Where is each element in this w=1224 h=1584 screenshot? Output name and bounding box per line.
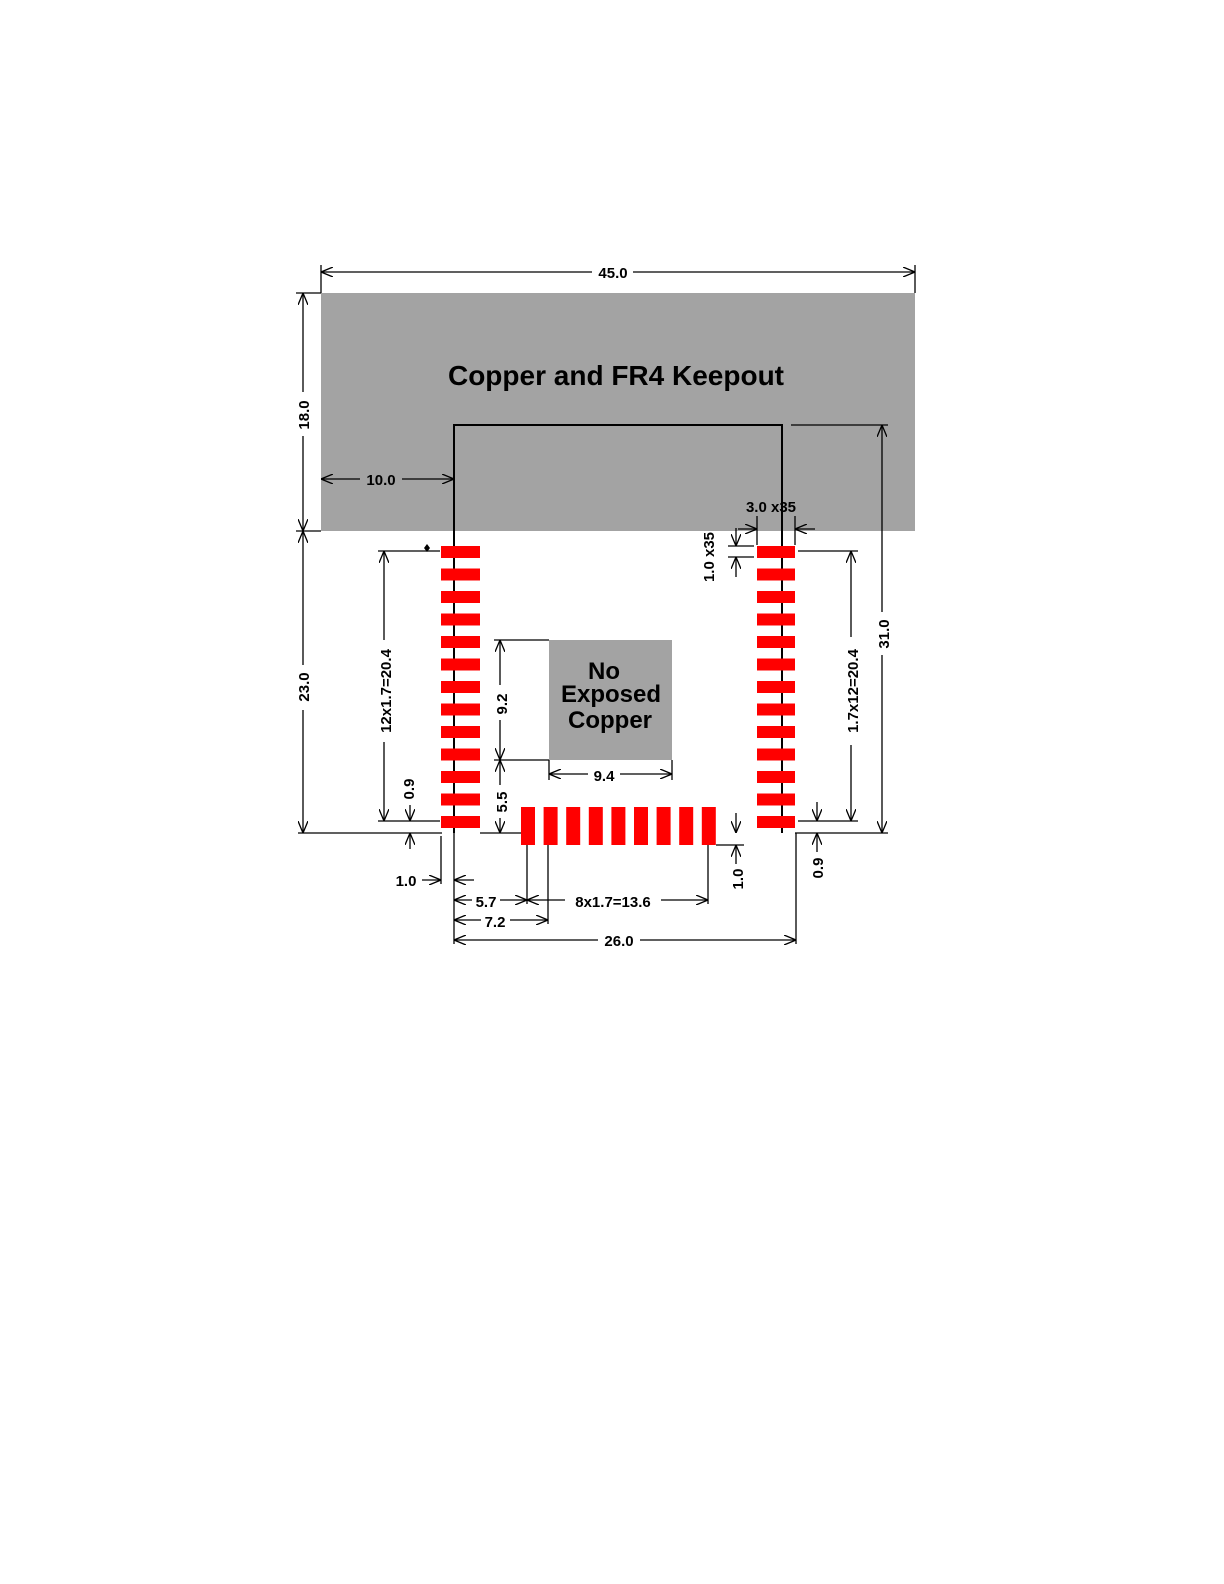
dim-72-label: 7.2 (485, 914, 506, 931)
dim-94-label: 9.4 (594, 768, 616, 785)
left-pad (441, 546, 480, 558)
keepout-label: Copper and FR4 Keepout (448, 360, 784, 391)
left-pad (441, 816, 480, 828)
left-pad (441, 794, 480, 806)
right-pad (757, 816, 795, 828)
left-pad (441, 591, 480, 603)
dim-92-label: 9.2 (494, 694, 511, 715)
bottom-pad (611, 807, 625, 845)
left-pitch-label: 12x1.7=20.4 (378, 648, 395, 732)
right-pad (757, 659, 795, 671)
right-pad (757, 726, 795, 738)
left-pad (441, 569, 480, 581)
right-pad (757, 569, 795, 581)
right-pad-row (757, 546, 795, 828)
keepout-area (321, 293, 915, 531)
bottom-pitch-label: 8x1.7=13.6 (575, 894, 651, 911)
left-09-label: 0.9 (401, 779, 418, 800)
bottom-pad (634, 807, 648, 845)
dim-31-label: 31.0 (876, 619, 893, 648)
left-pad-row (441, 546, 480, 828)
no-exposed-label-line2: Exposed (561, 681, 661, 708)
left-pad (441, 636, 480, 648)
dim-10-label: 10.0 (366, 472, 395, 489)
right-pitch-label: 1.7x12=20.4 (845, 648, 862, 732)
bottom-pad (589, 807, 603, 845)
dim-18-label: 18.0 (296, 400, 313, 429)
right-pad (757, 771, 795, 783)
bottom-pad (702, 807, 716, 845)
left-pad (441, 704, 480, 716)
dim-26-label: 26.0 (604, 933, 633, 950)
right-pad (757, 794, 795, 806)
dim-55-label: 5.5 (494, 792, 511, 813)
bottom-pad-row (521, 807, 716, 845)
left-pad (441, 614, 480, 626)
left-10-label: 1.0 (396, 873, 417, 890)
dim-57-label: 5.7 (476, 894, 497, 911)
left-pad (441, 749, 480, 761)
right-pad (757, 681, 795, 693)
left-pad (441, 771, 480, 783)
bottom-10-label: 1.0 (730, 869, 747, 890)
bottom-pad (679, 807, 693, 845)
bottom-pad (566, 807, 580, 845)
pad-size-label: 3.0 x35 (746, 499, 796, 516)
right-pad (757, 704, 795, 716)
right-pad (757, 614, 795, 626)
right-pad (757, 591, 795, 603)
left-pad (441, 726, 480, 738)
right-09-label: 0.9 (810, 858, 827, 879)
bottom-pad (544, 807, 558, 845)
right-pad (757, 546, 795, 558)
left-pad (441, 681, 480, 693)
left-pad (441, 659, 480, 671)
no-exposed-label-line3: Copper (568, 707, 652, 734)
bottom-pad (521, 807, 535, 845)
dim-23-label: 23.0 (296, 672, 313, 701)
right-pad (757, 749, 795, 761)
dim-45-label: 45.0 (598, 265, 627, 282)
right-pad (757, 636, 795, 648)
bottom-pad (657, 807, 671, 845)
pad-height-label: 1.0 x35 (701, 532, 718, 582)
